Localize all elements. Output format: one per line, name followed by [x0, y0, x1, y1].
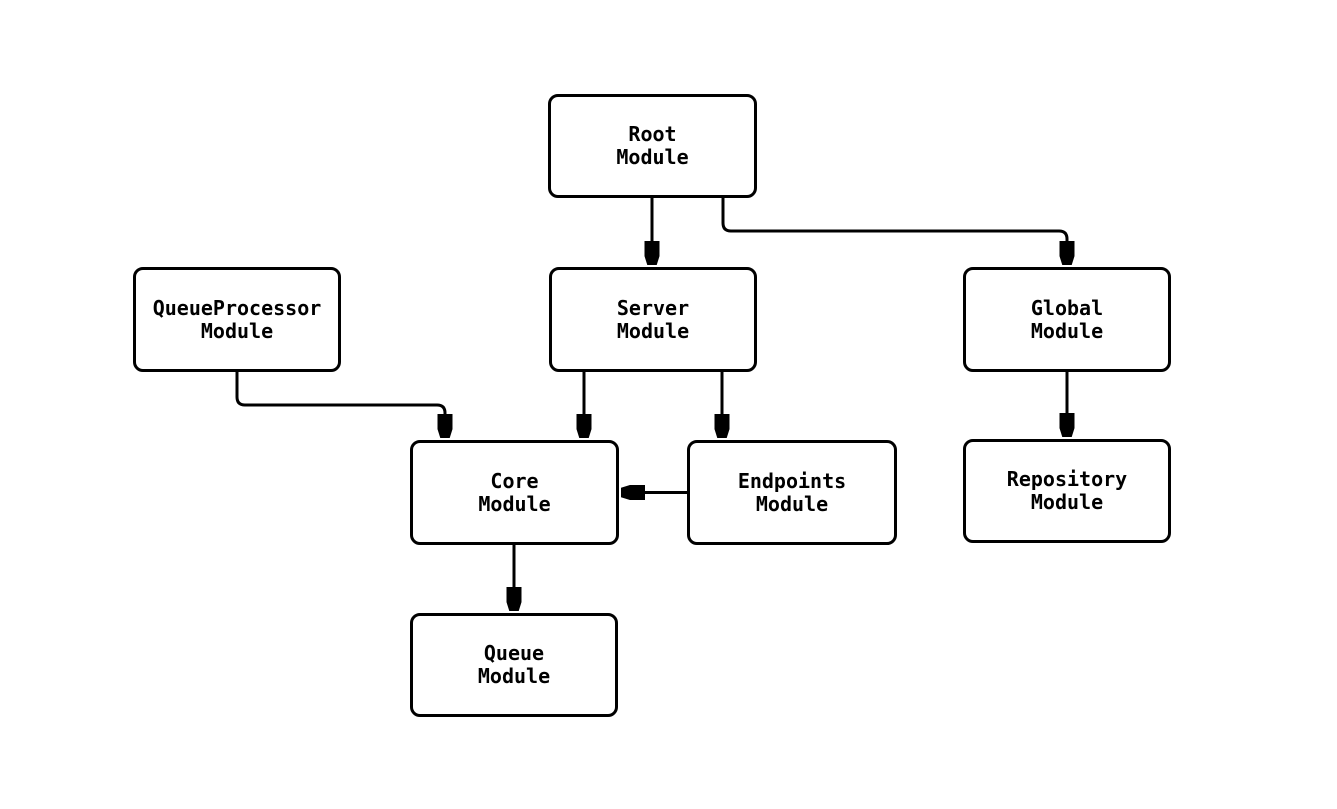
- node-repository-module: Repository Module: [963, 439, 1171, 543]
- node-core-module: Core Module: [410, 440, 619, 545]
- node-global-module: Global Module: [963, 267, 1171, 372]
- node-server-module: Server Module: [549, 267, 757, 372]
- node-queueprocessor-module: QueueProcessor Module: [133, 267, 341, 372]
- node-root-module: Root Module: [548, 94, 757, 198]
- edge-root-module-to-global-module: [721, 198, 1067, 265]
- node-endpoints-module: Endpoints Module: [687, 440, 897, 545]
- node-queue-module: Queue Module: [410, 613, 618, 717]
- edge-queueprocessor-module-to-core-module: [235, 372, 445, 438]
